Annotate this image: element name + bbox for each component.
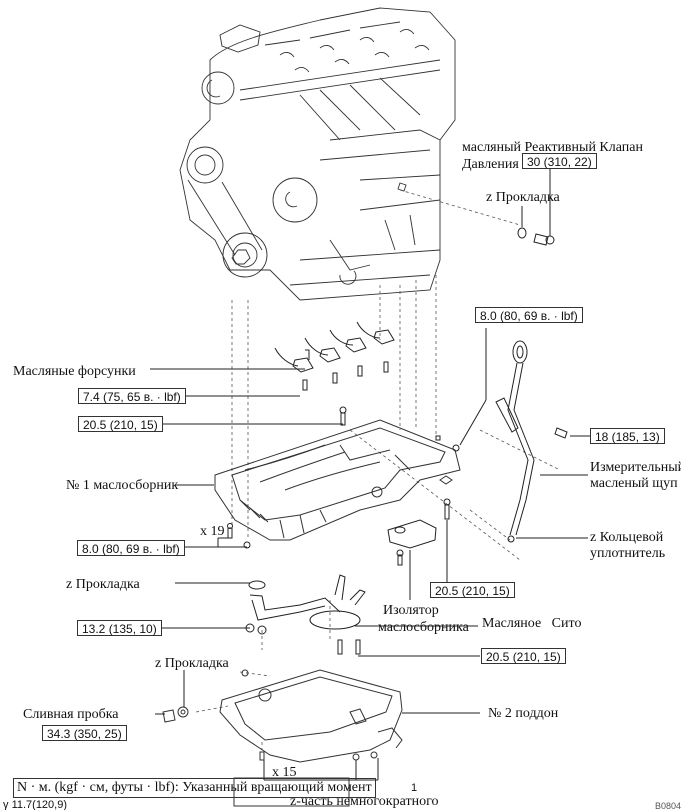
torque-pan2-bottom: 11.7(120,9) — [11, 799, 68, 810]
alignment-dashed-lines — [195, 189, 561, 750]
label-oil-nozzles: Масляные форсунки — [13, 364, 136, 379]
label-drain-plug: Сливная пробка — [23, 707, 119, 722]
torque-pan-bolt-top: 20.5 (210, 15) — [78, 416, 163, 432]
torque-dipstick-guide: 8.0 (80, 69 в. · lbf) — [475, 307, 583, 323]
dipstick-drawing — [495, 340, 535, 543]
legend-non-reusable: z-часть немногократного — [290, 794, 439, 809]
legend-torque-units: N · м. (kgf · см, футы · lbf): Указанный… — [13, 778, 376, 798]
torque-strainer-bolts: 20.5 (210, 15) — [481, 648, 566, 664]
label-gasket-bottom: z Прокладка — [155, 656, 229, 671]
diagram-id-code: B0804 — [655, 801, 681, 810]
pan2-bottom-torque: γ 11.7(120,9) — [3, 797, 67, 810]
oil-nozzles-drawing — [274, 321, 395, 391]
torque-relief-valve: 30 (310, 22) — [522, 153, 597, 169]
torque-nozzle-bolt: 7.4 (75, 65 в. · lbf) — [78, 388, 186, 404]
torque-insulator-bolt: 20.5 (210, 15) — [430, 582, 515, 598]
oil-pan-2-drawing — [162, 669, 403, 763]
oil-pan-1-drawing — [214, 419, 461, 541]
label-relief-valve-line1: масляный Реактивный Клапан — [462, 140, 643, 155]
label-count-15: x 15 — [272, 765, 297, 780]
torque-dipstick-bolt: 18 (185, 13) — [590, 428, 665, 444]
label-o-ring: z Кольцевой уплотнитель — [590, 530, 666, 561]
pan-fasteners — [227, 406, 568, 566]
label-gasket-mid: z Прокладка — [66, 577, 140, 592]
leader-lines — [150, 328, 595, 781]
engine-block-drawing — [179, 7, 456, 301]
label-insulator-line1: Изолятор — [383, 603, 439, 618]
torque-drain-plug: 34.3 (350, 25) — [42, 725, 127, 741]
label-oil-pan-1: № 1 маслосборник — [66, 478, 179, 493]
label-count-19: x 19 — [200, 524, 225, 539]
partial-prefix: γ — [3, 799, 9, 810]
label-oil-pan-2: № 2 поддон — [488, 706, 559, 721]
relief-valve-parts — [517, 168, 555, 246]
torque-pan1-bolts: 8.0 (80, 69 в. · lbf) — [77, 540, 185, 556]
label-insulator-line2: маслосборника — [378, 620, 469, 635]
torque-strainer-nuts: 13.2 (135, 10) — [77, 620, 162, 636]
label-gasket-top: z Прокладка — [486, 190, 560, 205]
oil-pan-insulator-drawing — [387, 519, 437, 549]
label-oil-strainer: Масляное Сито — [482, 616, 582, 631]
label-relief-valve-line2: Давления — [462, 157, 519, 172]
oil-strainer-drawing — [245, 574, 366, 655]
label-dipstick: Измерительный масленый щуп — [590, 460, 681, 491]
legend-torque-number: 1 — [411, 782, 418, 794]
